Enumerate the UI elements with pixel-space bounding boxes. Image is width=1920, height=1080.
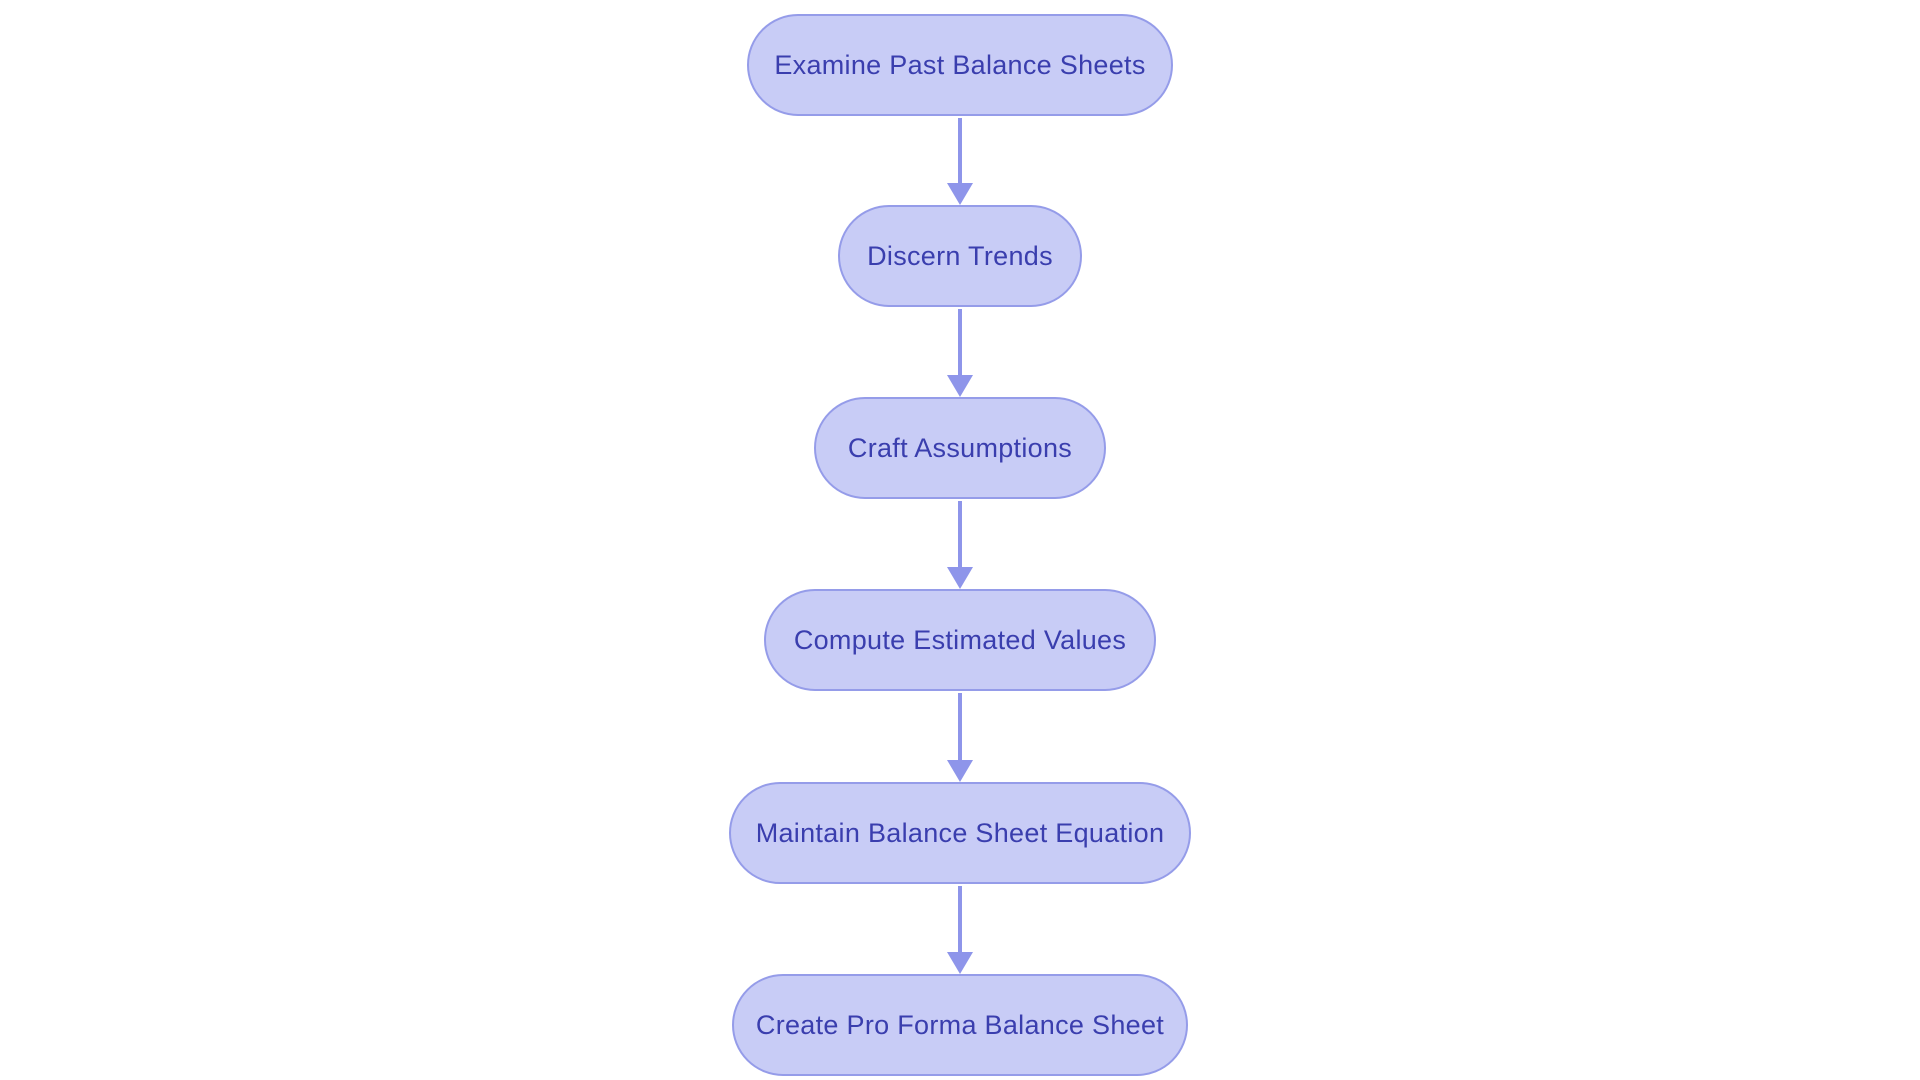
arrowhead-icon xyxy=(947,183,973,205)
arrowhead-icon xyxy=(947,952,973,974)
arrow-down-icon xyxy=(946,309,974,397)
flow-node-create-pro-forma-balance-sheet: Create Pro Forma Balance Sheet xyxy=(732,974,1188,1076)
arrow-down-icon xyxy=(946,693,974,782)
flow-node-discern-trends: Discern Trends xyxy=(838,205,1082,307)
flow-node-label: Maintain Balance Sheet Equation xyxy=(755,817,1165,848)
arrow-down-icon xyxy=(946,118,974,205)
arrow-shaft xyxy=(958,886,962,952)
arrow-down-icon xyxy=(946,886,974,974)
flow-node-maintain-balance-sheet-equation: Maintain Balance Sheet Equation xyxy=(729,782,1191,884)
flow-node-examine-past-balance-sheets: Examine Past Balance Sheets xyxy=(747,14,1173,116)
arrow-shaft xyxy=(958,693,962,760)
arrowhead-icon xyxy=(947,375,973,397)
flow-node-label: Create Pro Forma Balance Sheet xyxy=(755,1009,1165,1040)
arrow-shaft xyxy=(958,501,962,567)
flow-node-label: Discern Trends xyxy=(867,240,1053,271)
arrowhead-icon xyxy=(947,567,973,589)
arrow-shaft xyxy=(958,309,962,375)
flow-node-label: Craft Assumptions xyxy=(847,432,1073,463)
flow-node-compute-estimated-values: Compute Estimated Values xyxy=(764,589,1156,691)
arrow-shaft xyxy=(958,118,962,183)
flow-node-craft-assumptions: Craft Assumptions xyxy=(814,397,1106,499)
flow-node-label: Examine Past Balance Sheets xyxy=(774,49,1146,80)
arrow-down-icon xyxy=(946,501,974,589)
flow-node-label: Compute Estimated Values xyxy=(793,624,1127,655)
arrowhead-icon xyxy=(947,760,973,782)
